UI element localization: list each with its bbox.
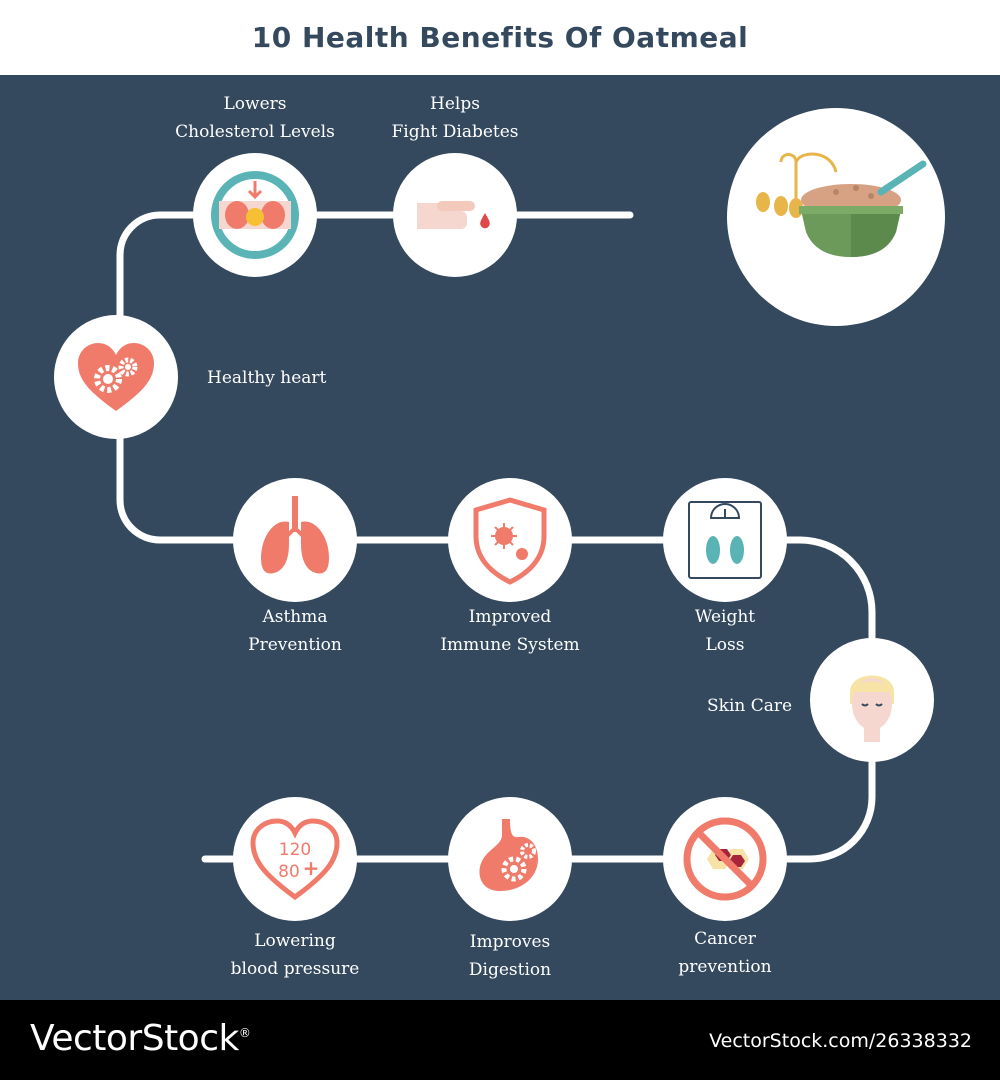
artery-icon (211, 171, 299, 259)
plus-sign: + (303, 856, 320, 880)
face-icon (850, 675, 894, 742)
label-line: Prevention (248, 635, 342, 655)
label-line: Cholesterol Levels (175, 122, 335, 142)
healthy-heart-node (54, 315, 178, 439)
weight-loss-node (663, 478, 787, 602)
heart-gears-icon (78, 343, 154, 411)
label-line: Improves (469, 932, 551, 952)
stomach-gears-icon (479, 819, 538, 891)
diastolic-value: 80 (278, 862, 300, 882)
page-title: 10 Health Benefits Of Oatmeal (251, 21, 749, 54)
healthy-heart-label: Healthy heart (207, 364, 326, 392)
lungs-icon (261, 496, 329, 574)
asthma-node (233, 478, 357, 602)
scale-icon (688, 501, 762, 579)
diabetes-label: Helps Fight Diabetes (370, 90, 540, 146)
oatmeal-bowl-icon (756, 152, 927, 257)
heart-pressure-icon: 120 80 + (250, 818, 340, 901)
label-line: Helps (430, 94, 480, 114)
cholesterol-label: Lowers Cholesterol Levels (170, 90, 340, 146)
title-bar: 10 Health Benefits Of Oatmeal (0, 0, 1000, 75)
label-line: Loss (705, 635, 745, 655)
label-line: Weight (694, 607, 756, 627)
timeline-path (116, 211, 876, 863)
diabetes-node (393, 153, 517, 277)
label-line: prevention (678, 957, 772, 977)
digestion-label: Improves Digestion (420, 928, 600, 984)
systolic-value: 120 (279, 840, 311, 860)
registered-mark: ® (238, 1026, 251, 1040)
label-line: Skin Care (707, 696, 793, 716)
weight-loss-label: Weight Loss (640, 603, 810, 659)
label-line: blood pressure (230, 959, 360, 979)
cholesterol-node (193, 153, 317, 277)
watermark-footer: VectorStock® VectorStock.com/26338332 (0, 1000, 1000, 1080)
digestion-node (448, 797, 572, 921)
label-line: Improved (468, 607, 552, 627)
finger-blood-drop-icon (417, 201, 490, 229)
skin-care-label: Skin Care (707, 692, 792, 720)
cancer-label: Cancer prevention (640, 925, 810, 981)
label-line: Fight Diabetes (391, 122, 519, 142)
brand-name: VectorStock (30, 1018, 239, 1059)
no-cancer-icon (683, 817, 767, 901)
label-line: Lowers (223, 94, 287, 114)
immune-node (448, 478, 572, 602)
skin-care-node (810, 638, 934, 762)
label-line: Cancer (694, 929, 756, 949)
label-line: Immune System (440, 635, 580, 655)
oatmeal-bowl-circle (727, 108, 945, 326)
label-line: Lowering (254, 931, 336, 951)
label-line: Digestion (468, 960, 552, 980)
blood-pressure-label: Lowering blood pressure (205, 927, 385, 983)
label-line: Asthma (262, 607, 328, 627)
asthma-label: Asthma Prevention (210, 603, 380, 659)
infographic-panel: Lowers Cholesterol Levels Helps Fight Di… (0, 75, 1000, 1000)
image-id: VectorStock.com/26338332 (709, 1030, 972, 1052)
brand-logo: VectorStock® (30, 1018, 251, 1059)
label-line: Healthy heart (207, 368, 327, 388)
blood-pressure-node: 120 80 + (233, 797, 357, 921)
immune-label: Improved Immune System (420, 603, 600, 659)
shield-virus-icon (473, 497, 547, 585)
cancer-node (663, 797, 787, 921)
